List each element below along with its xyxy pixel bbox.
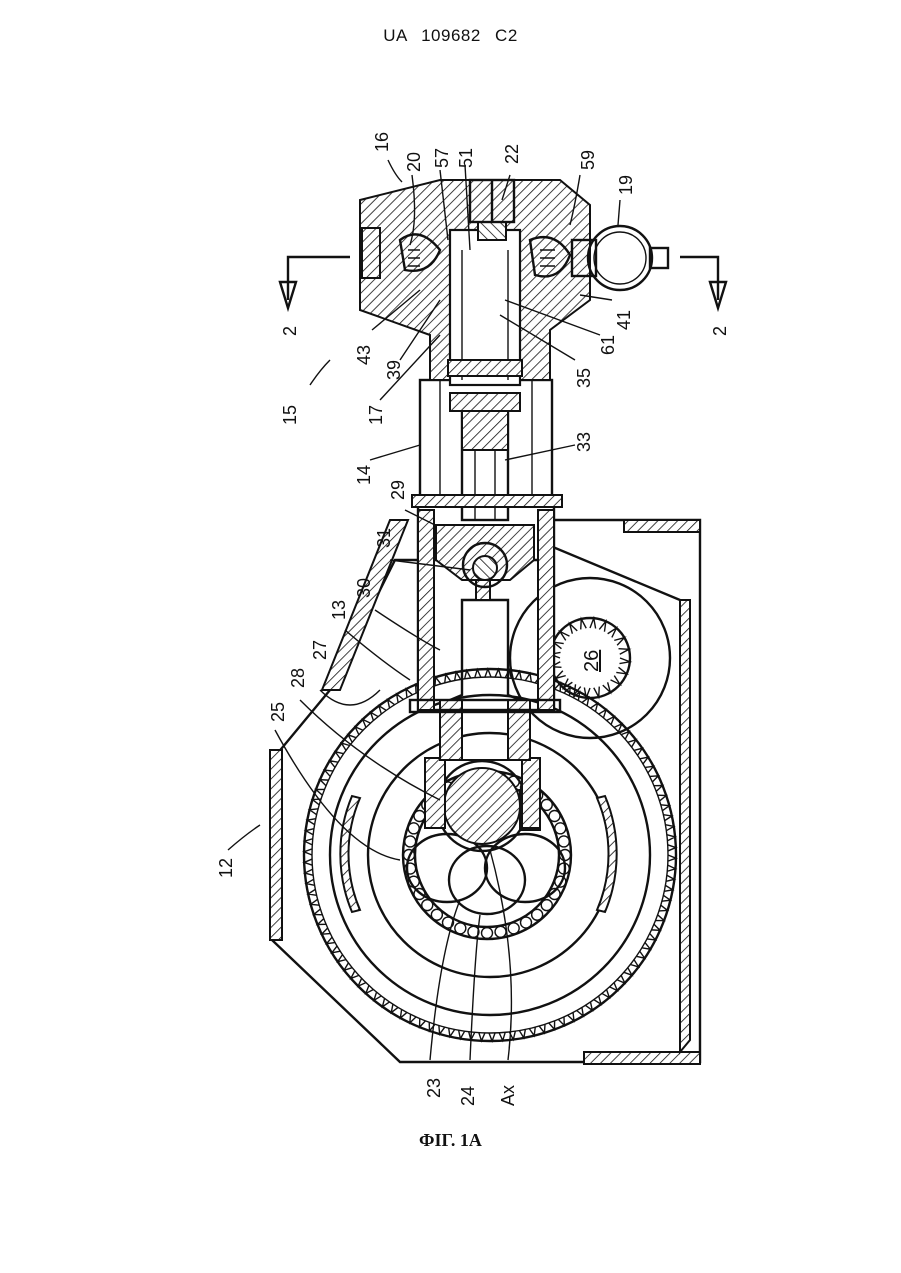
label-41: 41 [614,310,634,330]
bearing-ball [455,923,466,934]
ring-gear [304,669,676,1041]
label-13: 13 [329,600,349,620]
label-35: 35 [574,368,594,388]
label-59: 59 [578,150,598,170]
label-31: 31 [374,528,394,548]
figure-caption: ФІГ. 1A [0,1130,901,1151]
label-29: 29 [388,480,408,500]
bearing-ball [482,928,493,939]
bearing-ball [521,917,532,928]
label-22: 22 [502,144,522,164]
label-28: 28 [288,668,308,688]
bearing-ball [431,909,442,920]
bearing-ball [541,900,552,911]
label-15: 15 [280,405,300,425]
label-17: 17 [366,405,386,425]
bearing-ball [408,823,419,834]
label-61: 61 [598,335,618,355]
bearing-ball [422,900,433,911]
label-25: 25 [268,702,288,722]
label-24: 24 [458,1086,478,1106]
bearing-ball [558,836,569,847]
bearing-ball [405,836,416,847]
pump-head [360,180,590,385]
bearing-ball [555,823,566,834]
label-14: 14 [354,465,374,485]
label-16: 16 [372,132,392,152]
bearing-ball [508,923,519,934]
label-57: 57 [432,148,452,168]
bearing-ball [541,799,552,810]
bearing-ball [495,926,506,937]
label-2-left: 2 [280,326,300,336]
label-51: 51 [456,148,476,168]
cylinder-14 [410,380,562,712]
label-23: 23 [424,1078,444,1098]
label-27: 27 [310,640,330,660]
bearing-ball [532,909,543,920]
label-26: 26 [581,650,603,672]
bearing-ball [549,811,560,822]
label-12: 12 [216,858,236,878]
label-39: 39 [384,360,404,380]
label-30: 30 [354,578,374,598]
label-33: 33 [574,432,594,452]
label-20: 20 [404,152,424,172]
label-Ax: Ax [498,1085,518,1106]
label-43: 43 [354,345,374,365]
bearing-ball [414,811,425,822]
label-2-right: 2 [710,326,730,336]
gear-teeth [304,669,676,1041]
label-19: 19 [616,175,636,195]
